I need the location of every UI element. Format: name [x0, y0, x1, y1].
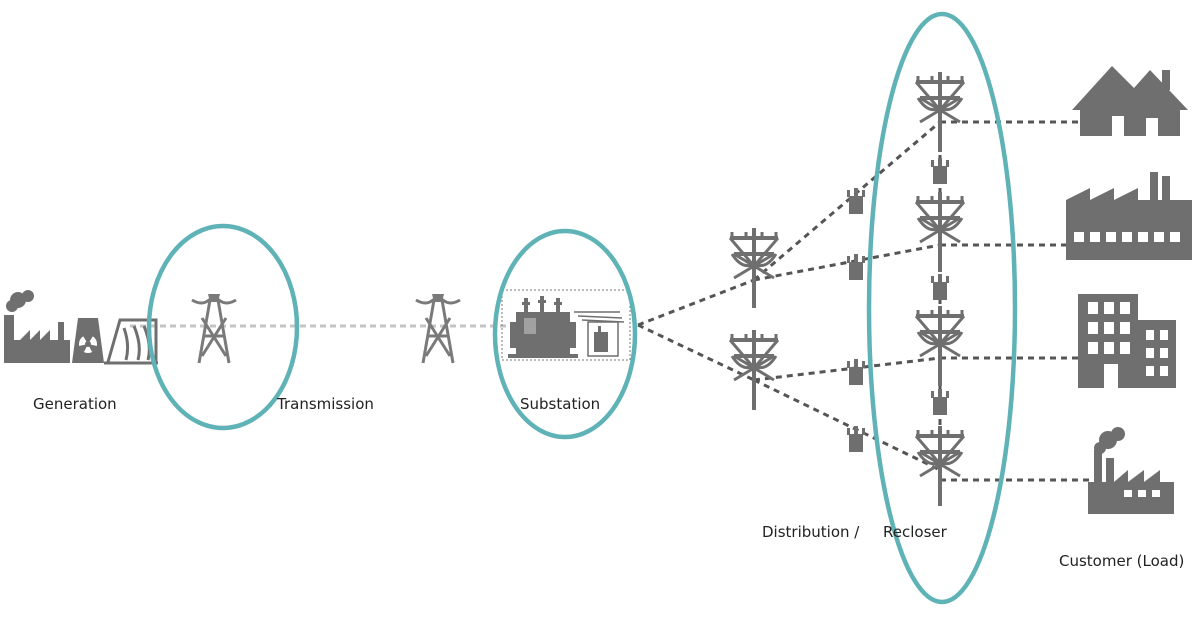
transmission-label: Transmission [277, 395, 374, 413]
breaker-icon [574, 311, 625, 357]
transformer-icon [508, 296, 578, 358]
recloser-icon [847, 359, 865, 385]
office-building-icon [1078, 294, 1176, 388]
customer-label: Customer (Load) [1059, 552, 1185, 570]
power-plant-icon [4, 290, 70, 363]
distribution-lines [637, 120, 1090, 482]
recloser-icon [847, 188, 865, 214]
recloser-icon [847, 426, 865, 452]
utility-pole-icon [914, 304, 966, 388]
substation-enclosure [501, 289, 631, 361]
recloser-icon [847, 254, 865, 280]
recloser-label: Recloser [883, 523, 947, 541]
nuclear-icon [72, 318, 104, 363]
transmission-tower-icon [190, 292, 238, 365]
recloser-highlight [866, 11, 1018, 605]
utility-pole-icon [728, 226, 780, 310]
transmission-highlight [146, 223, 300, 431]
utility-pole-icon [914, 424, 966, 508]
utility-pole-icon [914, 70, 966, 154]
hydro-dam-icon [104, 318, 158, 365]
factory-icon [1066, 172, 1192, 260]
recloser-icon [931, 389, 949, 415]
substation-highlight [492, 228, 638, 440]
house-icon [1072, 66, 1188, 136]
utility-pole-icon [914, 190, 966, 274]
utility-pole-icon [728, 328, 780, 412]
transmission-tower-icon [414, 292, 462, 365]
recloser-icon [931, 158, 949, 184]
recloser-icon [931, 274, 949, 300]
industrial-plant-icon [1088, 427, 1174, 514]
substation-label: Substation [520, 395, 601, 413]
distribution-label: Distribution / [762, 523, 860, 541]
highlight-ellipses [146, 11, 1018, 605]
generation-label: Generation [33, 395, 117, 413]
